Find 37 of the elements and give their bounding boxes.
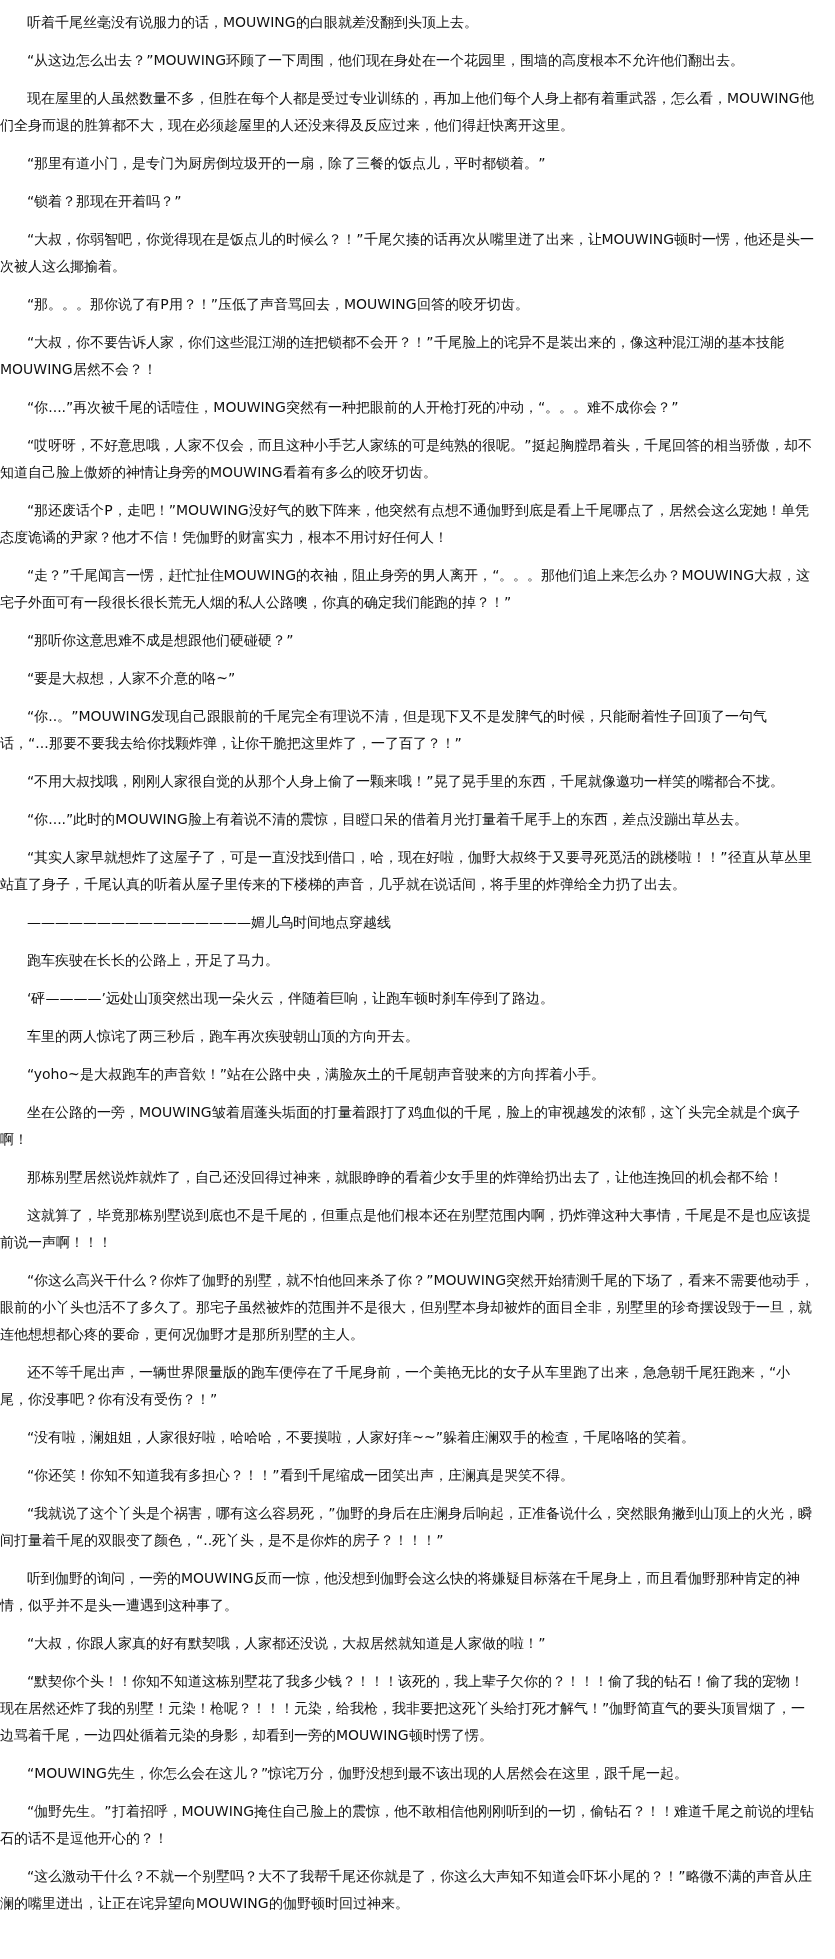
paragraph: “锁着？那现在开着吗？” xyxy=(26,192,183,211)
paragraph: “大叔，你弱智吧，你觉得现在是饭点儿的时候么？！”千尾欠揍的话再次从嘴里迸了出来，让MOUWING顿时一愣，他还是头一次被人这么揶揄着。 xyxy=(0,230,815,276)
paragraph: 跑车疾驶在长长的公路上，开足了马力。 xyxy=(26,951,280,970)
paragraph: “从这边怎么出去？”MOUWING环顾了一下周围，他们现在身处在一个花园里，围墙的高度根本不允许他们翻出去。 xyxy=(26,51,746,70)
paragraph: “MOUWING先生，你怎么会在这儿？”惊诧万分，伽野没想到最不该出现的人居然会在这里，跟千尾一起。 xyxy=(26,1764,690,1783)
paragraph: “哎呀呀，不好意思哦，人家不仅会，而且这种小手艺人家练的可是纯熟的很呢。”挺起胸膛昂着头，千尾回答的相当骄傲，却不知道自己脸上傲娇的神情让身旁的MOUWING看着有多么的咬牙切齿。 xyxy=(0,436,813,482)
paragraph: “我就说了这个丫头是个祸害，哪有这么容易死，”伽野的身后在庄澜身后响起，正准备说什么，突然眼角撇到山顶上的火光，瞬间打量着千尾的双眼变了颜色，“..死丫头，是不是你炸的房子？！！！” xyxy=(0,1504,813,1550)
paragraph: “要是大叔想，人家不介意的咯~” xyxy=(26,669,237,688)
paragraph: “伽野先生。”打着招呼，MOUWING掩住自己脸上的震惊，他不敢相信他刚刚听到的一切，偷钻石？！！难道千尾之前说的埋钻石的话不是逗他开心的？！ xyxy=(0,1802,815,1848)
paragraph: ‘砰————’远处山顶突然出现一朵火云，伴随着巨响，让跑车顿时刹车停到了路边。 xyxy=(26,989,555,1008)
paragraph: “大叔，你不要告诉人家，你们这些混江湖的连把锁都不会开？！”千尾脸上的诧异不是装出来的，像这种混江湖的基本技能MOUWING居然不会？！ xyxy=(0,333,785,379)
paragraph: 听着千尾丝毫没有说服力的话，MOUWING的白眼就差没翻到头顶上去。 xyxy=(26,13,479,32)
paragraph: “其实人家早就想炸了这屋子了，可是一直没找到借口，哈，现在好啦，伽野大叔终于又要寻死觅活的跳楼啦！！”径直从草丛里站直了身子，千尾认真的听着从屋子里传来的下楼梯的声音，几乎就在说话间，将手里的炸弹给全力扔了出去。 xyxy=(0,848,813,894)
paragraph: “走？”千尾闻言一愣，赶忙扯住MOUWING的衣袖，阻止身旁的男人离开，“。。。那他们追上来怎么办？MOUWING大叔，这宅子外面可有一段很长很长荒无人烟的私人公路噢，你真的确定我们能跑的掉？！” xyxy=(0,566,812,612)
paragraph: “那听你这意思难不成是想跟他们硬碰硬？” xyxy=(26,631,295,650)
paragraph: “你....”此时的MOUWING脸上有着说不清的震惊，目瞪口呆的借着月光打量着千尾手上的东西，差点没蹦出草丛去。 xyxy=(26,810,749,829)
paragraph: 那栋别墅居然说炸就炸了，自己还没回得过神来，就眼睁睁的看着少女手里的炸弹给扔出去了，让他连挽回的机会都不给！ xyxy=(26,1168,784,1187)
paragraph: “你这么高兴干什么？你炸了伽野的别墅，就不怕他回来杀了你？”MOUWING突然开始猜测千尾的下场了，看来不需要他动手，眼前的小丫头也活不了多久了。那宅子虽然被炸的范围并不是很大，但别墅本身却被炸的面目全非，别墅里的珍奇摆设毁于一旦，就连他想想都心疼的要命，更何况伽野才是那所别墅的主人。 xyxy=(0,1271,815,1344)
paragraph: “这么激动干什么？不就一个别墅吗？大不了我帮千尾还你就是了，你这么大声知不知道会吓坏小尾的？！”略微不满的声音从庄澜的嘴里迸出，让正在诧异望向MOUWING的伽野顿时回过神来。 xyxy=(0,1867,813,1913)
paragraph: 这就算了，毕竟那栋别墅说到底也不是千尾的，但重点是他们根本还在别墅范围内啊，扔炸弹这种大事情，千尾是不是也应该提前说一声啊！！！ xyxy=(0,1206,812,1252)
paragraph: “你..。”MOUWING发现自己跟眼前的千尾完全有理说不清，但是现下又不是发脾气的时候，只能耐着性子回顶了一句气话，“...那要不要我去给你找颗炸弹，让你干脆把这里炸了，一了百了？！” xyxy=(0,707,769,753)
paragraph: ————————————————媚儿乌时间地点穿越线 xyxy=(26,913,392,932)
paragraph: “没有啦，澜姐姐，人家很好啦，哈哈哈，不要摸啦，人家好痒~~”躲着庄澜双手的检查，千尾咯咯的笑着。 xyxy=(26,1428,696,1447)
paragraph: “默契你个头！！你知不知道这栋别墅花了我多少钱？！！！该死的，我上辈子欠你的？！！！偷了我的钻石！偷了我的宠物！现在居然还炸了我的别墅！元染！枪呢？！！！元染，给我枪，我非要把这死丫头给打死才解气！”伽野简直气的要头顶冒烟了，一边骂着千尾，一边四处循着元染的身影，却看到一旁的MOUWING顿时愣了愣。 xyxy=(0,1672,807,1745)
paragraph: “你....”再次被千尾的话噎住，MOUWING突然有一种把眼前的人开枪打死的冲动，“。。。难不成你会？” xyxy=(26,398,680,417)
paragraph: 听到伽野的询问，一旁的MOUWING反而一惊，他没想到伽野会这么快的将嫌疑目标落在千尾身上，而且看伽野那种肯定的神情，似乎并不是头一遭遇到这种事了。 xyxy=(0,1569,801,1615)
paragraph: “那。。。那你说了有P用？！”压低了声音骂回去，MOUWING回答的咬牙切齿。 xyxy=(26,295,530,314)
paragraph: “不用大叔找哦，刚刚人家很自觉的从那个人身上偷了一颗来哦！”晃了晃手里的东西，千尾就像邀功一样笑的嘴都合不拢。 xyxy=(26,772,785,791)
paragraph: 还不等千尾出声，一辆世界限量版的跑车便停在了千尾身前，一个美艳无比的女子从车里跑了出来，急急朝千尾狂跑来，“小尾，你没事吧？你有没有受伤？！” xyxy=(0,1363,792,1409)
paragraph: “大叔，你跟人家真的好有默契哦，人家都还没说，大叔居然就知道是人家做的啦！” xyxy=(26,1634,547,1653)
paragraph: “那里有道小门，是专门为厨房倒垃圾开的一扇，除了三餐的饭点儿，平时都锁着。” xyxy=(26,154,547,173)
paragraph: 现在屋里的人虽然数量不多，但胜在每个人都是受过专业训练的，再加上他们每个人身上都有着重武器，怎么看，MOUWING他们全身而退的胜算都不大，现在必须趁屋里的人还没来得及反应过来，他们得赶快离开这里。 xyxy=(0,89,815,135)
paragraph: 车里的两人惊诧了两三秒后，跑车再次疾驶朝山顶的方向开去。 xyxy=(26,1027,420,1046)
paragraph: “那还废话个P，走吧！”MOUWING没好气的败下阵来，他突然有点想不通伽野到底是看上千尾哪点了，居然会这么宠她！单凭态度诡谲的尹家？他才不信！凭伽野的财富实力，根本不用讨好任何人！ xyxy=(0,501,810,547)
paragraph: “yoho~是大叔跑车的声音欸！”站在公路中央，满脸灰土的千尾朝声音驶来的方向挥着小手。 xyxy=(26,1065,607,1084)
paragraph: 坐在公路的一旁，MOUWING皱着眉蓬头垢面的打量着跟打了鸡血似的千尾，脸上的审视越发的浓郁，这丫头完全就是个疯子啊！ xyxy=(0,1103,801,1149)
paragraph: “你还笑！你知不知道我有多担心？！！”看到千尾缩成一团笑出声，庄澜真是哭笑不得。 xyxy=(26,1466,575,1485)
